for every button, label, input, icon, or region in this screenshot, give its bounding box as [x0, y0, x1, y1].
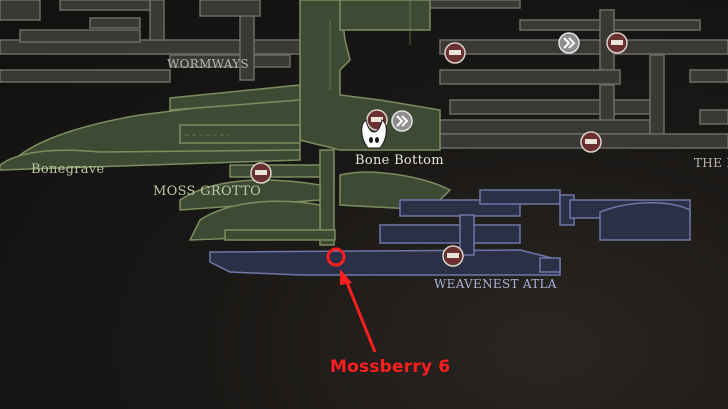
green-region-detail — [185, 0, 411, 136]
bench-icon[interactable] — [580, 131, 602, 153]
bench-icon[interactable] — [442, 245, 464, 267]
bench-icon[interactable] — [250, 162, 272, 184]
area-label-weavenest-atla: WEAVENEST ATLA — [434, 277, 557, 291]
blue-region — [209, 189, 691, 276]
area-label-the-marrow: THE M — [694, 156, 728, 170]
fast-travel-icon[interactable] — [391, 110, 413, 132]
fast-travel-icon[interactable] — [558, 32, 580, 54]
area-label-bonegrave: Bonegrave — [31, 162, 105, 177]
callout-arrow — [340, 269, 377, 353]
bench-icon[interactable] — [444, 42, 466, 64]
bench-icon[interactable] — [606, 32, 628, 54]
area-label-bone-bottom: Bone Bottom — [355, 153, 444, 168]
gray-region-west — [0, 0, 301, 83]
player-location-icon — [361, 119, 387, 149]
target-marker-ring[interactable] — [326, 247, 346, 267]
callout-label: Mossberry 6 — [330, 357, 451, 377]
area-label-moss-grotto: MOSS GROTTO — [153, 184, 262, 199]
area-label-wormways: WORMWAYS — [167, 57, 249, 71]
